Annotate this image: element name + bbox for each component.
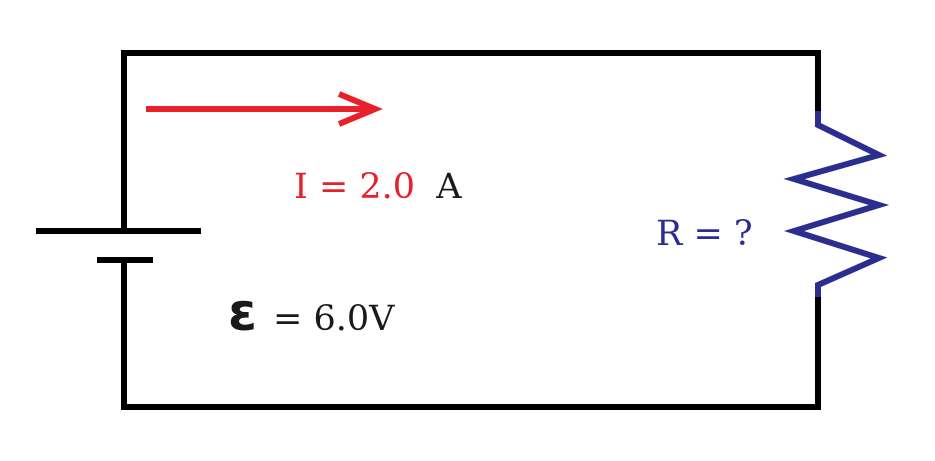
current-arrow-head	[337, 91, 383, 127]
current-unit: A	[435, 167, 462, 207]
wire-left-top	[121, 50, 821, 231]
wire-left-bottom	[121, 260, 821, 410]
resistor	[783, 111, 890, 297]
current-value: I = 2.0	[294, 167, 415, 207]
emf-symbol: ε	[228, 283, 257, 343]
resistance-label: R = ?	[656, 214, 753, 254]
current-label: I = 2.0 A	[294, 167, 462, 207]
emf-value: = 6.0V	[273, 299, 395, 339]
